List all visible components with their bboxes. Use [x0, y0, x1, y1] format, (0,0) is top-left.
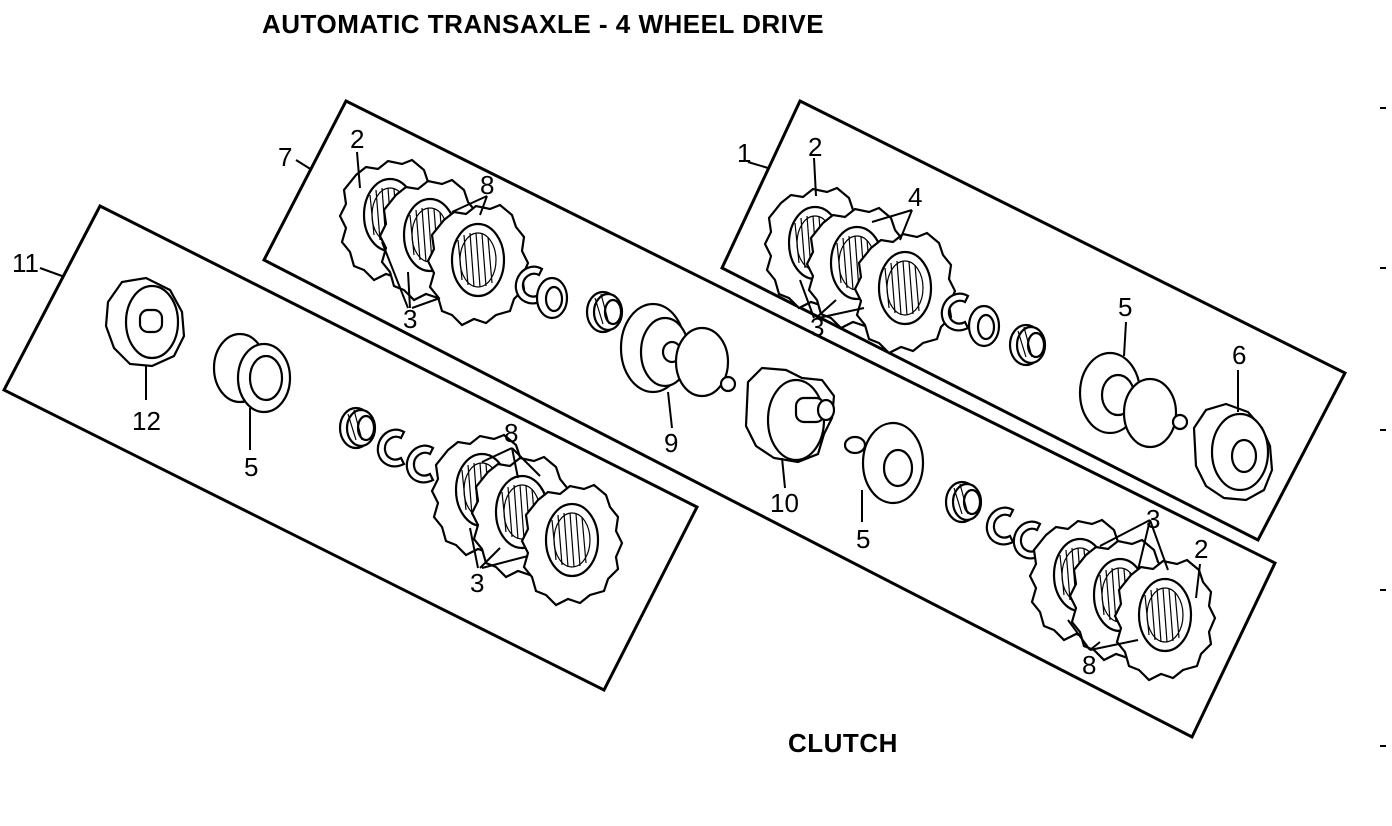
- clutch-drum-10: [744, 366, 836, 464]
- callout-5-frame11: 5: [244, 452, 258, 482]
- callout-2-frame1: 2: [808, 132, 822, 162]
- callout-2-frame7-right: 2: [1194, 534, 1208, 564]
- callout-3-frame7: 3: [403, 304, 417, 334]
- clutch-pack-frame7-right: [1028, 518, 1217, 682]
- callout-labels: 7 2 8 3 9 10 5 3 2 8 1 2 4 3 5 6 11 12 5…: [12, 124, 1246, 680]
- callout-8-frame11: 8: [504, 418, 518, 448]
- callout-4: 4: [908, 182, 922, 212]
- callout-8-frame7-right: 8: [1082, 650, 1096, 680]
- callout-3-frame1: 3: [810, 312, 824, 342]
- frame-assembly-1: [720, 98, 1348, 543]
- callout-8-frame7: 8: [480, 170, 494, 200]
- piston-seal-kit-9: [619, 302, 737, 398]
- callout-2-frame7: 2: [350, 124, 364, 154]
- leader-lines: [39, 151, 1239, 651]
- spring-snap-frame11: [338, 406, 435, 484]
- clutch-drum-12: [104, 276, 186, 368]
- clutch-drum-6: [1192, 402, 1274, 502]
- piston-seal-frame1: [1078, 351, 1189, 449]
- callout-3-frame7-right: 3: [1146, 504, 1160, 534]
- callout-10: 10: [770, 488, 799, 518]
- callout-1: 1: [737, 138, 751, 168]
- frame-assembly-11: [1, 203, 700, 693]
- piston-frame7: [843, 421, 925, 505]
- callout-6: 6: [1232, 340, 1246, 370]
- edge-ticks: [1380, 107, 1386, 747]
- spring-snap-frame7-right: [944, 480, 1042, 560]
- callout-5-frame1: 5: [1118, 292, 1132, 322]
- clutch-pack-frame1: [763, 186, 957, 355]
- callout-11: 11: [12, 248, 39, 278]
- diagram-title: AUTOMATIC TRANSAXLE - 4 WHEEL DRIVE: [262, 9, 824, 39]
- piston-frame11: [212, 332, 292, 414]
- callout-5-frame7: 5: [856, 524, 870, 554]
- callout-3-frame11: 3: [470, 568, 484, 598]
- callout-12: 12: [132, 406, 161, 436]
- snap-ring-frame7: [514, 265, 569, 320]
- callout-9: 9: [664, 428, 678, 458]
- return-spring-frame7: [585, 290, 624, 334]
- clutch-pack-frame11: [430, 433, 624, 607]
- snap-ring-frame1: [940, 292, 1047, 367]
- diagram-caption: CLUTCH: [788, 728, 898, 758]
- callout-7: 7: [278, 142, 292, 172]
- frame-assembly-7: [261, 98, 1277, 740]
